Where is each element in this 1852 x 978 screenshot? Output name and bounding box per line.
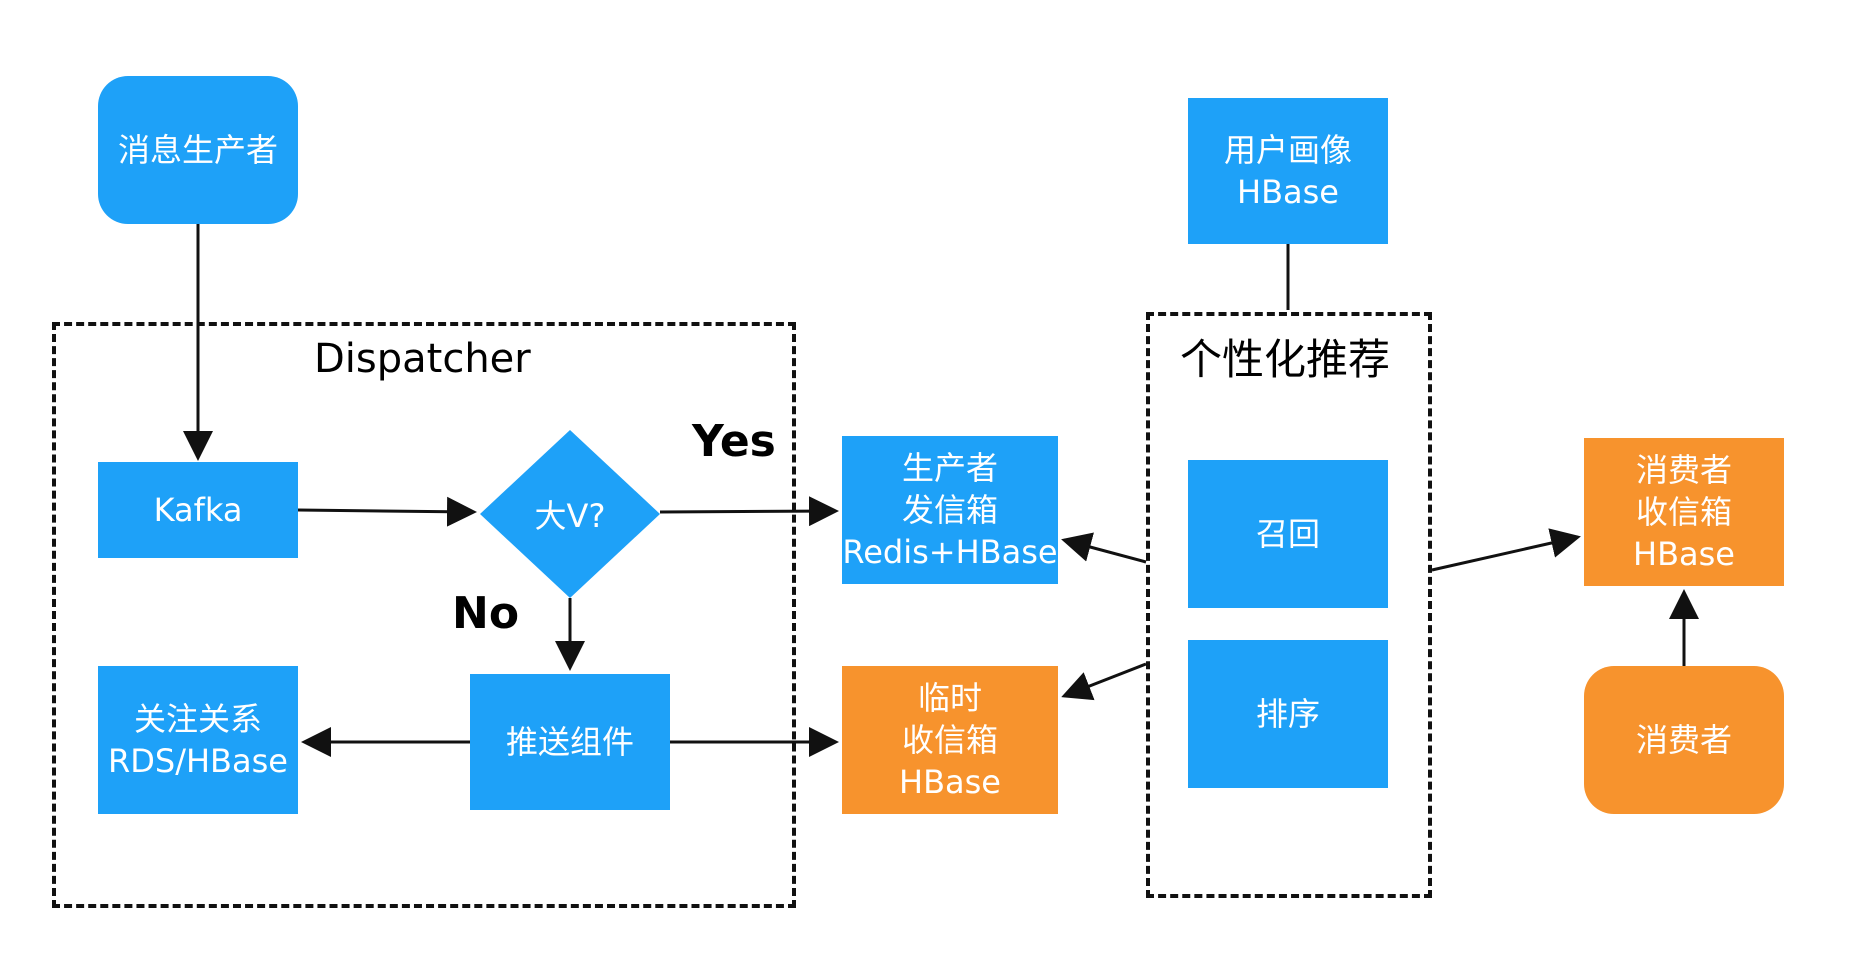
consumer-node: 消费者 (1584, 666, 1784, 814)
producer-outbox-node: 生产者 发信箱 Redis+HBase (842, 436, 1058, 584)
decision-node: 大V? (480, 430, 660, 598)
outbox-label-line3: Redis+HBase (842, 533, 1058, 572)
follow-relation-label-line1: 关注关系 (133, 699, 262, 738)
decision-diamond-shape (480, 430, 660, 598)
dispatcher-group (52, 322, 796, 908)
temp-inbox-label-line1: 临时 (917, 678, 982, 717)
temp-inbox-label-line2: 收信箱 (901, 720, 998, 759)
decision-label: 大V? (534, 497, 606, 535)
temp-inbox-node: 临时 收信箱 HBase (842, 666, 1058, 814)
outbox-label-line2: 发信箱 (901, 490, 998, 529)
follow-relation-node: 关注关系 RDS/HBase (98, 666, 298, 814)
producer-node: 消息生产者 (98, 76, 298, 224)
rank-node: 排序 (1188, 640, 1388, 788)
recall-node: 召回 (1188, 460, 1388, 608)
user-profile-node: 用户画像 HBase (1188, 98, 1388, 244)
consumer-label: 消费者 (1635, 720, 1732, 759)
push-component-label: 推送组件 (505, 722, 634, 761)
arrow-recommend-to-outbox (1061, 532, 1147, 564)
push-component-node: 推送组件 (470, 674, 670, 810)
consumer-inbox-label-line1: 消费者 (1635, 450, 1732, 489)
consumer-inbox-node: 消费者 收信箱 HBase (1584, 438, 1784, 586)
kafka-node: Kafka (98, 462, 298, 558)
dispatcher-label: Dispatcher (314, 336, 531, 382)
user-profile-label-line1: 用户画像 (1223, 130, 1352, 169)
producer-label: 消息生产者 (117, 130, 278, 169)
arrow-kafka-to-decision (297, 496, 477, 527)
arrow-recommend-to-temp-inbox (1061, 662, 1147, 701)
follow-relation-label-line2: RDS/HBase (108, 742, 288, 780)
temp-inbox-label-line3: HBase (899, 763, 1001, 802)
user-profile-label-line2: HBase (1237, 173, 1339, 211)
yes-label: Yes (692, 416, 776, 467)
recommend-group (1146, 312, 1432, 898)
arrow-decision-yes-to-outbox (659, 496, 839, 527)
recommend-label: 个性化推荐 (1180, 335, 1391, 384)
consumer-inbox-label-line2: 收信箱 (1635, 492, 1732, 531)
no-label: No (452, 588, 520, 639)
arrow-recommend-to-consumer-inbox (1431, 528, 1581, 572)
recall-label: 召回 (1255, 514, 1320, 553)
consumer-inbox-label-line3: HBase (1633, 535, 1735, 574)
kafka-label: Kafka (153, 490, 243, 529)
rank-label: 排序 (1255, 694, 1320, 733)
outbox-label-line1: 生产者 (901, 448, 998, 487)
